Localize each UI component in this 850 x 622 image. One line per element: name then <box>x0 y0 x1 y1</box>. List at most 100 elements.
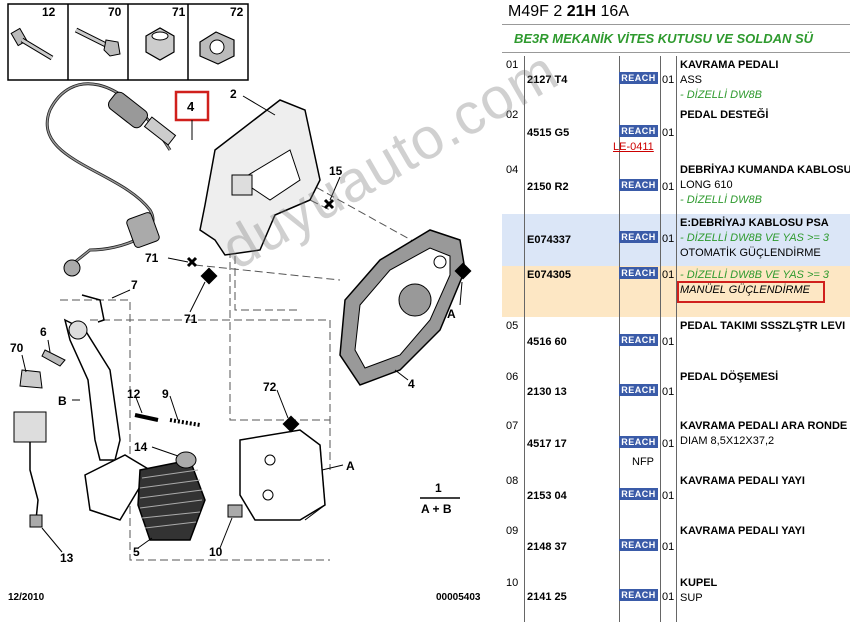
clutch-pedal <box>63 318 152 521</box>
reach-badge[interactable]: REACH <box>619 231 658 243</box>
callout-70: 71 <box>145 251 159 265</box>
description-line: PEDAL TAKIMI SSSZLŞTR LEVI <box>680 320 846 332</box>
row-index: 09 <box>506 525 519 537</box>
quantity: 01 <box>662 233 675 245</box>
part-8 <box>81 294 105 323</box>
description-line: KAVRAMA PEDALI YAYI <box>680 525 805 537</box>
reach-cell: REACH <box>619 266 661 317</box>
description-line: PEDAL DÖŞEMESİ <box>680 371 779 383</box>
fastener-label-71: 71 <box>172 5 186 19</box>
reach-badge[interactable]: REACH <box>619 384 658 396</box>
table-row[interactable]: 06 2130 13 REACH 01 PEDAL DÖŞEMESİ <box>502 368 850 418</box>
part-reference[interactable]: E074337 <box>527 234 572 246</box>
highlighted-callout-4[interactable]: 4 <box>174 90 210 140</box>
part-15 <box>19 369 43 389</box>
reach-badge[interactable]: REACH <box>619 267 658 279</box>
qty-cell: 01 <box>660 574 677 622</box>
reach-badge[interactable]: REACH <box>619 334 658 346</box>
callout-7: 6 <box>40 325 47 339</box>
part-10 <box>227 504 243 518</box>
part-reference[interactable]: 2127 T4 <box>527 74 568 86</box>
pedal-rubber-pad <box>137 459 206 541</box>
part-reference[interactable]: 4517 17 <box>527 438 567 450</box>
description-line: - DİZELLİ DW8B VE YAS >= 3 <box>680 232 829 244</box>
part-ref-cell: 2150 R2 <box>524 161 620 214</box>
description-line: OTOMATİK GÜÇLENDİRME <box>680 247 821 259</box>
part-reference[interactable]: 2130 13 <box>527 386 567 398</box>
model-code: M49F 2 <box>508 3 563 20</box>
description-line: DEBRİYAJ KUMANDA KABLOSU <box>680 164 850 176</box>
part-ref-cell: 2153 04 <box>524 472 620 522</box>
reach-badge[interactable]: REACH <box>619 179 658 191</box>
description-cell: E:DEBRİYAJ KABLOSU PSA - DİZELLİ DW8B VE … <box>676 214 850 266</box>
part-reference[interactable]: 4516 60 <box>527 336 567 348</box>
part-reference[interactable]: 4515 G5 <box>527 127 570 139</box>
row-index: 02 <box>506 109 519 121</box>
description-line: E:DEBRİYAJ KABLOSU PSA <box>680 217 829 229</box>
part-ref-cell: 2141 25 <box>524 574 620 622</box>
description-cell: PEDAL DÖŞEMESİ <box>676 368 850 417</box>
callout-9: 9 <box>162 387 169 401</box>
qty-cell: 01 <box>660 266 677 317</box>
panel-divider <box>497 0 502 622</box>
part-reference[interactable]: 2153 04 <box>527 490 567 502</box>
table-row[interactable]: E074305 REACH 01- DİZELLİ DW8B VE YAS >= 3… <box>502 266 850 318</box>
parts-list-header: M49F 2 21H 16A <box>502 0 850 25</box>
reach-badge[interactable]: REACH <box>619 125 658 137</box>
quantity: 01 <box>662 386 675 398</box>
description-line: ASS <box>680 74 703 86</box>
row-index: 06 <box>506 371 519 383</box>
quantity: 01 <box>662 127 675 139</box>
part-9-spring <box>169 418 201 427</box>
callout-10: 10 <box>209 545 223 559</box>
part-ref-cell: 2148 37 <box>524 522 620 574</box>
variant-code: 16A <box>600 3 629 20</box>
part-reference[interactable]: 2141 25 <box>527 591 567 603</box>
quantity: 01 <box>662 336 675 348</box>
reach-badge[interactable]: REACH <box>619 488 658 500</box>
description-line: DIAM 8,5X12X37,2 <box>680 435 775 447</box>
description-line: SUP <box>680 592 703 604</box>
part-reference[interactable]: E074305 <box>527 269 572 281</box>
fastener-strip: 12 70 71 72 <box>7 3 249 81</box>
description-cell: KAVRAMA PEDALI YAYI <box>676 522 850 574</box>
description-cell: PEDAL DESTEĞİ <box>676 106 850 161</box>
reach-badge[interactable]: REACH <box>619 589 658 601</box>
row-index: 01 <box>506 59 519 71</box>
reach-badge[interactable]: REACH <box>619 539 658 551</box>
diagram-code: 00005403 <box>436 592 481 603</box>
qty-cell: 01 <box>660 214 677 266</box>
formula-top: 1 <box>435 481 442 495</box>
exploded-diagram-panel: 12 70 71 72 <box>7 3 481 603</box>
quantity: 01 <box>662 591 675 603</box>
pedal-assembly-diagram: 12 70 71 72 <box>7 3 472 565</box>
small-parts <box>13 294 243 528</box>
description-line: - DİZELLİ DW8B <box>680 89 762 101</box>
quantity: 01 <box>662 269 675 281</box>
part-reference[interactable]: 2148 37 <box>527 541 567 553</box>
row-index-cell: 08 <box>502 472 525 522</box>
part-reference[interactable]: 2150 R2 <box>527 181 569 193</box>
le-link[interactable]: LE-0411 <box>613 141 654 153</box>
pedal-bracket <box>199 99 321 256</box>
qty-cell: 01 <box>660 522 677 574</box>
reach-badge[interactable]: REACH <box>619 436 658 448</box>
part-ref-cell: 4517 17 <box>524 417 620 472</box>
table-row[interactable]: E074337 REACH 01 E:DEBRİYAJ KABLOSU PSA - Dİ… <box>502 214 850 267</box>
part-11 <box>134 413 159 422</box>
reach-badge[interactable]: REACH <box>619 72 658 84</box>
fastener-label-72: 72 <box>230 5 244 19</box>
quantity: 01 <box>662 181 675 193</box>
